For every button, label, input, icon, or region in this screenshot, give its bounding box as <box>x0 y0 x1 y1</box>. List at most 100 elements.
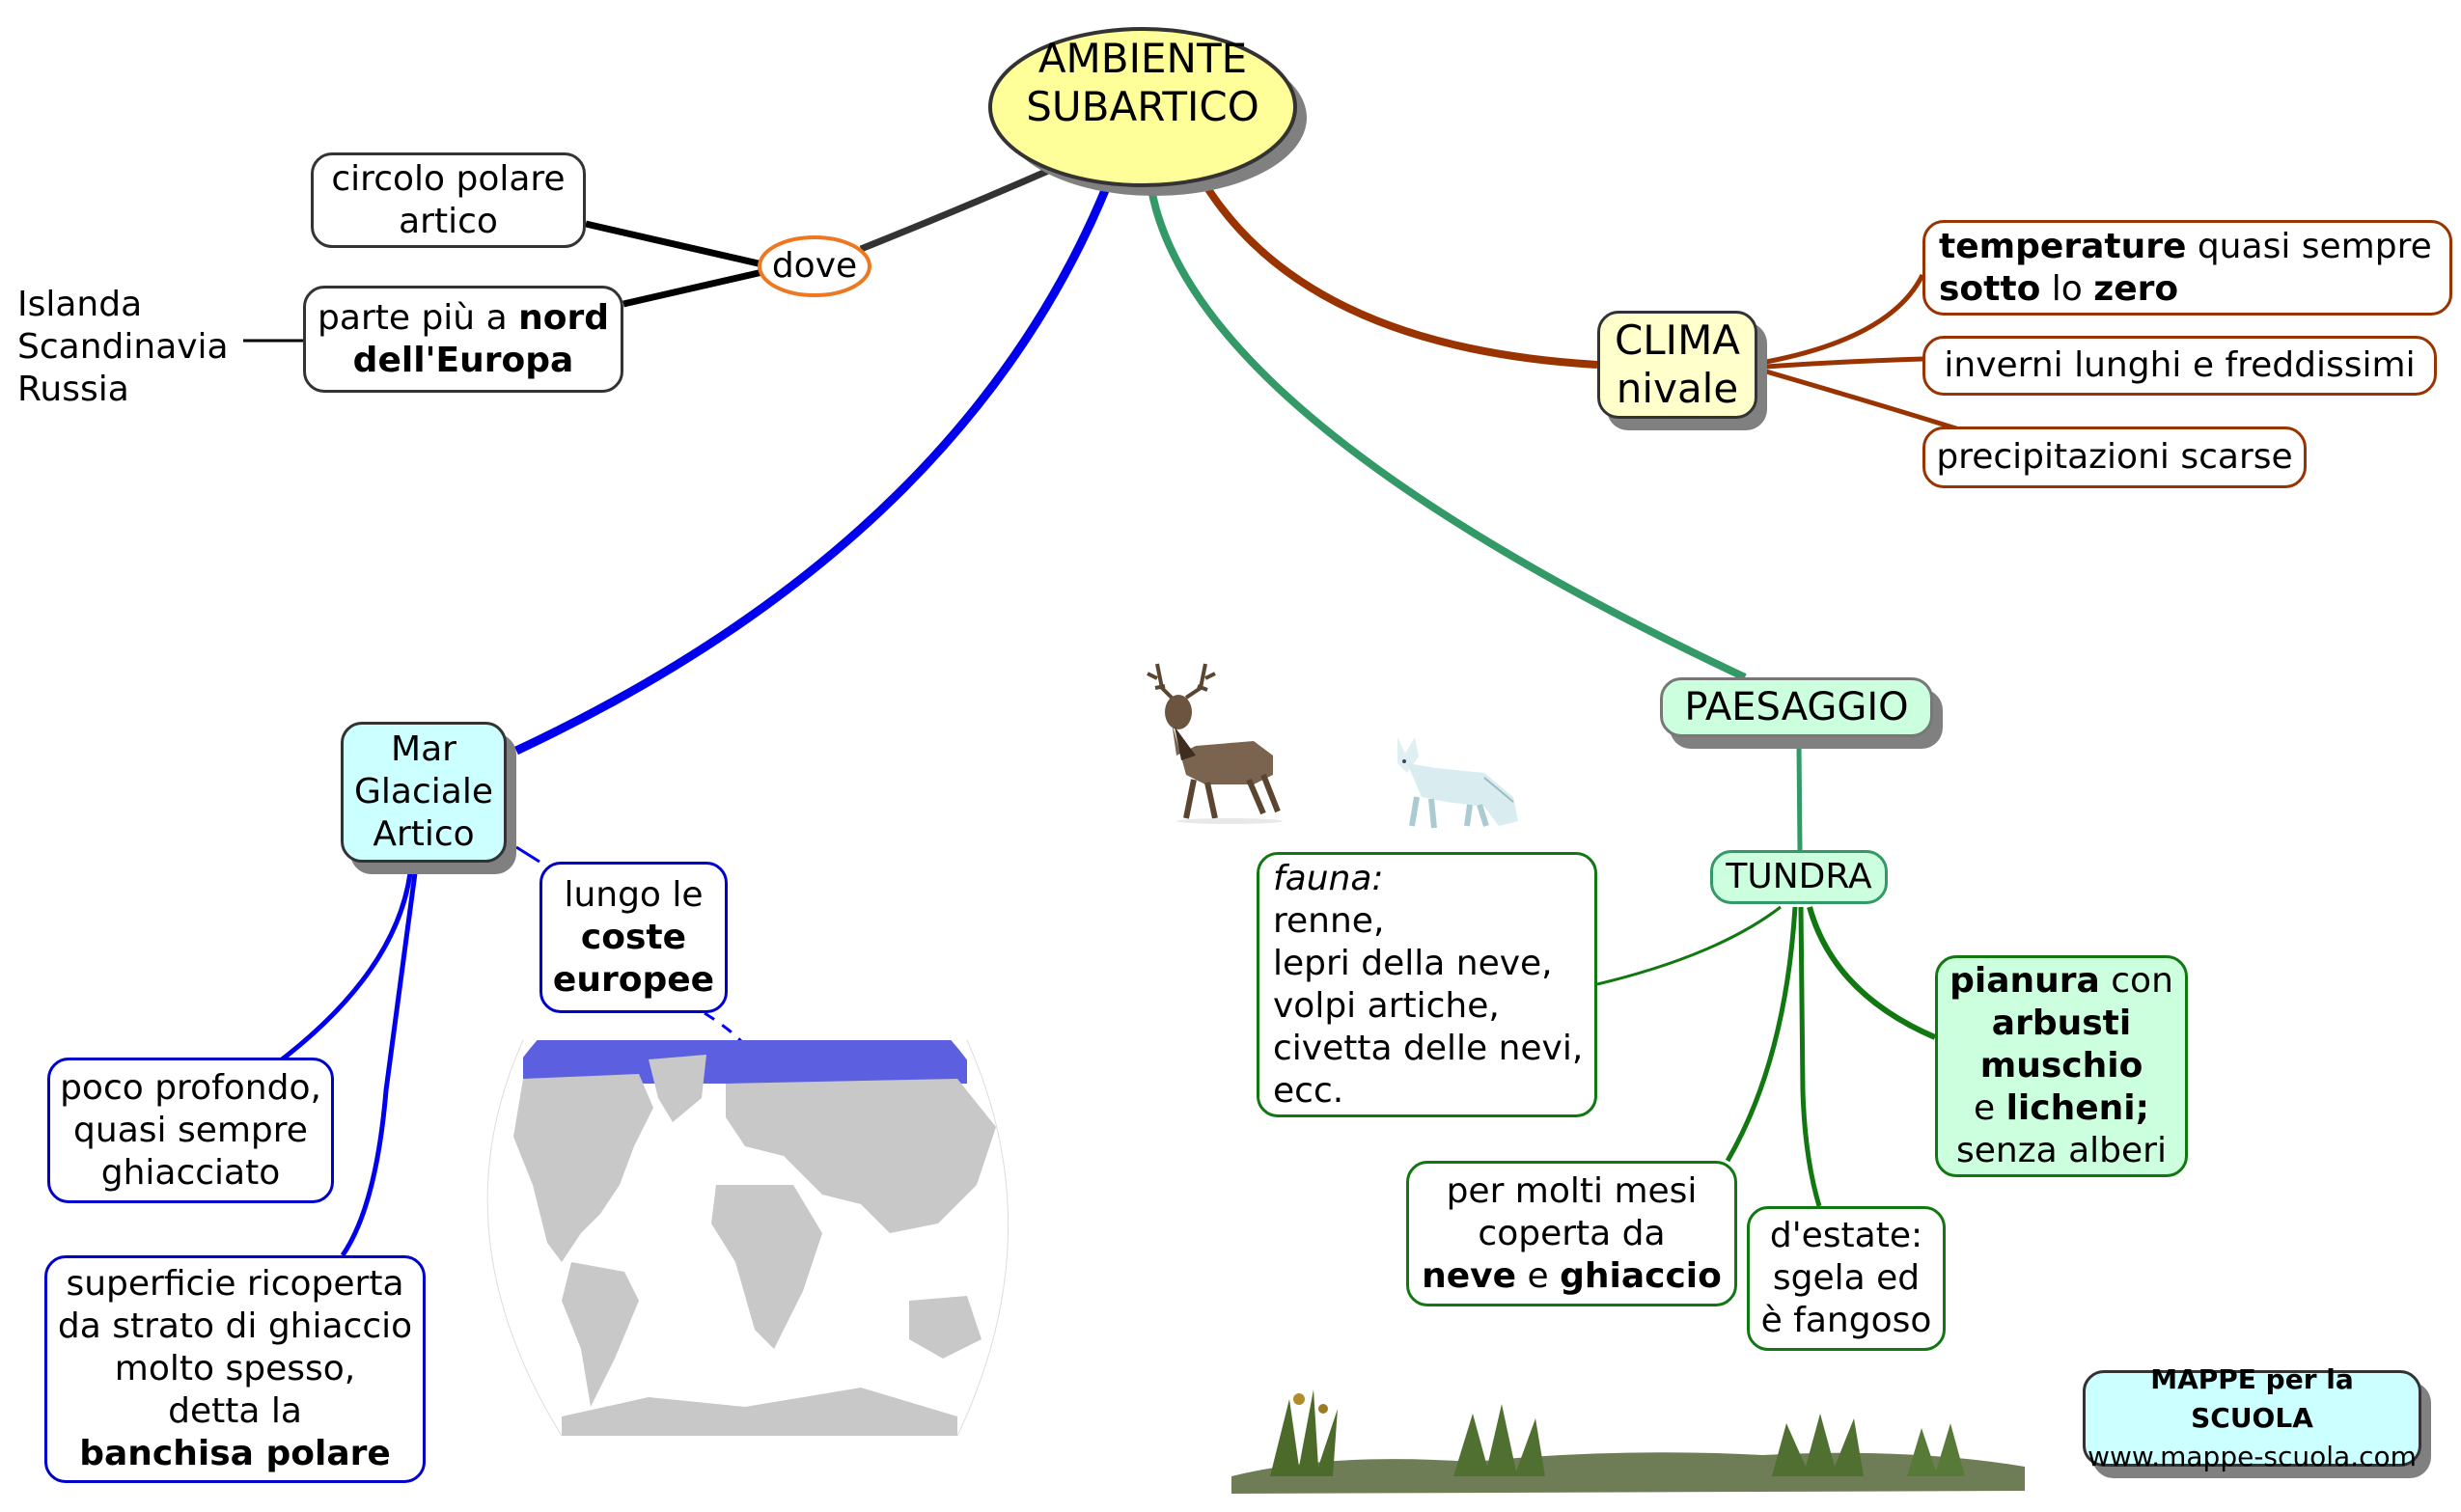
poco-line3: ghiacciato <box>100 1152 281 1193</box>
neve-line2: coperta da <box>1478 1213 1666 1253</box>
logo-title: MAPPE per la SCUOLA <box>2150 1363 2354 1434</box>
clima-line2: nivale <box>1616 365 1739 412</box>
mar-line2: Glaciale <box>354 772 493 811</box>
link-lungo-map <box>704 1011 755 1058</box>
clima-line1: CLIMA <box>1614 316 1741 364</box>
temperature-node[interactable]: temperature quasi sempre sotto lo zero <box>1922 220 2452 316</box>
neve-line1: per molti mesi <box>1446 1170 1698 1211</box>
poco-profondo-node[interactable]: poco profondo, quasi sempre ghiacciato <box>47 1058 334 1203</box>
inverni-node[interactable]: inverni lunghi e freddissimi <box>1922 336 2437 396</box>
estate-line3: è fangoso <box>1760 1301 1932 1340</box>
link-central-dove <box>859 160 1065 253</box>
temp-zero: zero <box>2093 268 2179 309</box>
mar-line1: Mar <box>391 729 456 769</box>
link-dove-parte <box>622 268 763 308</box>
temp-lo: lo <box>2040 268 2094 309</box>
fauna-node[interactable]: fauna: renne, lepri della neve, volpi ar… <box>1257 852 1597 1117</box>
link-tundra-neve <box>1725 906 1798 1163</box>
estate-line1: d'estate: <box>1769 1216 1923 1255</box>
dove-node-shape <box>758 235 871 297</box>
continent-antarctica <box>562 1388 957 1436</box>
neve-e: e <box>1516 1255 1561 1296</box>
link-central-mar <box>514 177 1115 756</box>
link-mar-poco <box>271 872 413 1069</box>
link-clima-precipitazioni <box>1765 369 1960 432</box>
continent-north-america <box>513 1074 653 1262</box>
tundra-label: TUNDRA <box>1726 857 1872 896</box>
tundra-grass-image <box>1231 1389 2025 1494</box>
paesaggio-node[interactable]: PAESAGGIO <box>1660 677 1933 737</box>
inverni-text: inverni lunghi e freddissimi <box>1944 345 2416 385</box>
link-tundra-pianura <box>1807 906 1937 1040</box>
circolo-line1: circolo polare <box>331 158 566 199</box>
sup-line1: superficie ricoperta <box>66 1264 404 1304</box>
central-line2: SUBARTICO <box>1026 83 1259 130</box>
deer-image <box>1147 663 1283 824</box>
temp-bold: temperature <box>1939 226 2187 266</box>
clima-node[interactable]: CLIMA nivale <box>1597 311 1757 419</box>
sup-banchisa: banchisa polare <box>79 1434 391 1473</box>
parte-nord: nord <box>518 297 609 338</box>
link-central-clima <box>1198 176 1598 369</box>
central-node-shape <box>988 27 1297 187</box>
precipitazioni-text: precipitazioni scarse <box>1936 437 2293 477</box>
sup-line2: da strato di ghiaccio <box>57 1306 413 1346</box>
estate-node[interactable]: d'estate: sgela ed è fangoso <box>1747 1206 1946 1351</box>
central-node[interactable]: AMBIENTE SUBARTICO <box>990 35 1295 131</box>
tundra-node[interactable]: TUNDRA <box>1710 850 1888 904</box>
sup-line3: molto spesso, <box>114 1349 356 1388</box>
world-map-image <box>456 1040 1033 1436</box>
precipitazioni-node[interactable]: precipitazioni scarse <box>1922 426 2307 488</box>
pianura-e: e <box>1973 1088 2006 1128</box>
neve-bold: neve <box>1422 1255 1517 1296</box>
fauna-item: volpi artiche, <box>1273 985 1500 1026</box>
pianura-node[interactable]: pianura con arbusti muschio e licheni; s… <box>1935 955 2188 1177</box>
continent-south-america <box>562 1262 639 1407</box>
country-islanda: Islanda <box>17 285 143 324</box>
country-russia: Russia <box>17 370 129 409</box>
lungo-europee: europee <box>552 959 715 1000</box>
banchisa-node[interactable]: superficie ricoperta da strato di ghiacc… <box>44 1255 426 1483</box>
neve-ghiaccio-node[interactable]: per molti mesi coperta da neve e ghiacci… <box>1406 1161 1737 1306</box>
link-clima-inverni <box>1765 356 1923 370</box>
circolo-line2: artico <box>399 201 498 241</box>
link-dove-circolo <box>585 220 763 268</box>
fauna-item: renne, <box>1273 900 1385 941</box>
pianura-arbusti: arbusti <box>1991 1003 2132 1043</box>
poco-line1: poco profondo, <box>60 1067 321 1108</box>
pianura-con: con <box>2099 961 2173 1001</box>
circolo-polare-node[interactable]: circolo polare artico <box>311 152 586 248</box>
link-mar-lungo <box>515 845 540 864</box>
parte-text: parte più a <box>318 297 519 338</box>
estate-line2: sgela ed <box>1772 1258 1921 1298</box>
continent-africa <box>711 1185 822 1349</box>
link-central-paesaggio <box>1147 182 1747 681</box>
neve-ghiaccio: ghiaccio <box>1560 1255 1722 1296</box>
logo-url[interactable]: www.mappe-scuola.com <box>2088 1441 2417 1472</box>
link-tundra-estate <box>1798 906 1822 1207</box>
link-mar-superficie <box>340 872 418 1257</box>
pianura-alberi: senza alberi <box>1955 1131 2167 1170</box>
pianura-licheni: licheni; <box>2005 1088 2149 1128</box>
mappe-logo[interactable]: MAPPE per la SCUOLA www.mappe-scuola.com <box>2083 1363 2421 1472</box>
pianura-bold: pianura <box>1949 961 2100 1001</box>
country-scandinavia: Scandinavia <box>17 327 229 367</box>
sup-line4: detta la <box>168 1391 302 1431</box>
link-paesaggio-tundra <box>1796 744 1803 851</box>
countries-list: Islanda Scandinavia Russia <box>17 284 229 411</box>
parte-europa: dell'Europa <box>352 340 574 380</box>
link-clima-temperature <box>1765 273 1925 365</box>
mar-line3: Artico <box>373 814 475 854</box>
dove-node[interactable]: dove <box>760 245 870 288</box>
coste-europee-node[interactable]: lungo le coste europee <box>539 862 728 1013</box>
continent-australia <box>909 1296 982 1359</box>
mar-glaciale-node[interactable]: Mar Glaciale Artico <box>341 722 507 863</box>
dove-label: dove <box>771 246 858 286</box>
lungo-coste: coste <box>580 917 687 957</box>
paesaggio-label: PAESAGGIO <box>1684 685 1909 729</box>
fauna-item: civetta delle nevi, <box>1273 1028 1584 1068</box>
continent-greenland <box>649 1055 706 1122</box>
arctic-fox-image <box>1397 737 1518 829</box>
nord-europa-node[interactable]: parte più a nord dell'Europa <box>303 286 623 393</box>
